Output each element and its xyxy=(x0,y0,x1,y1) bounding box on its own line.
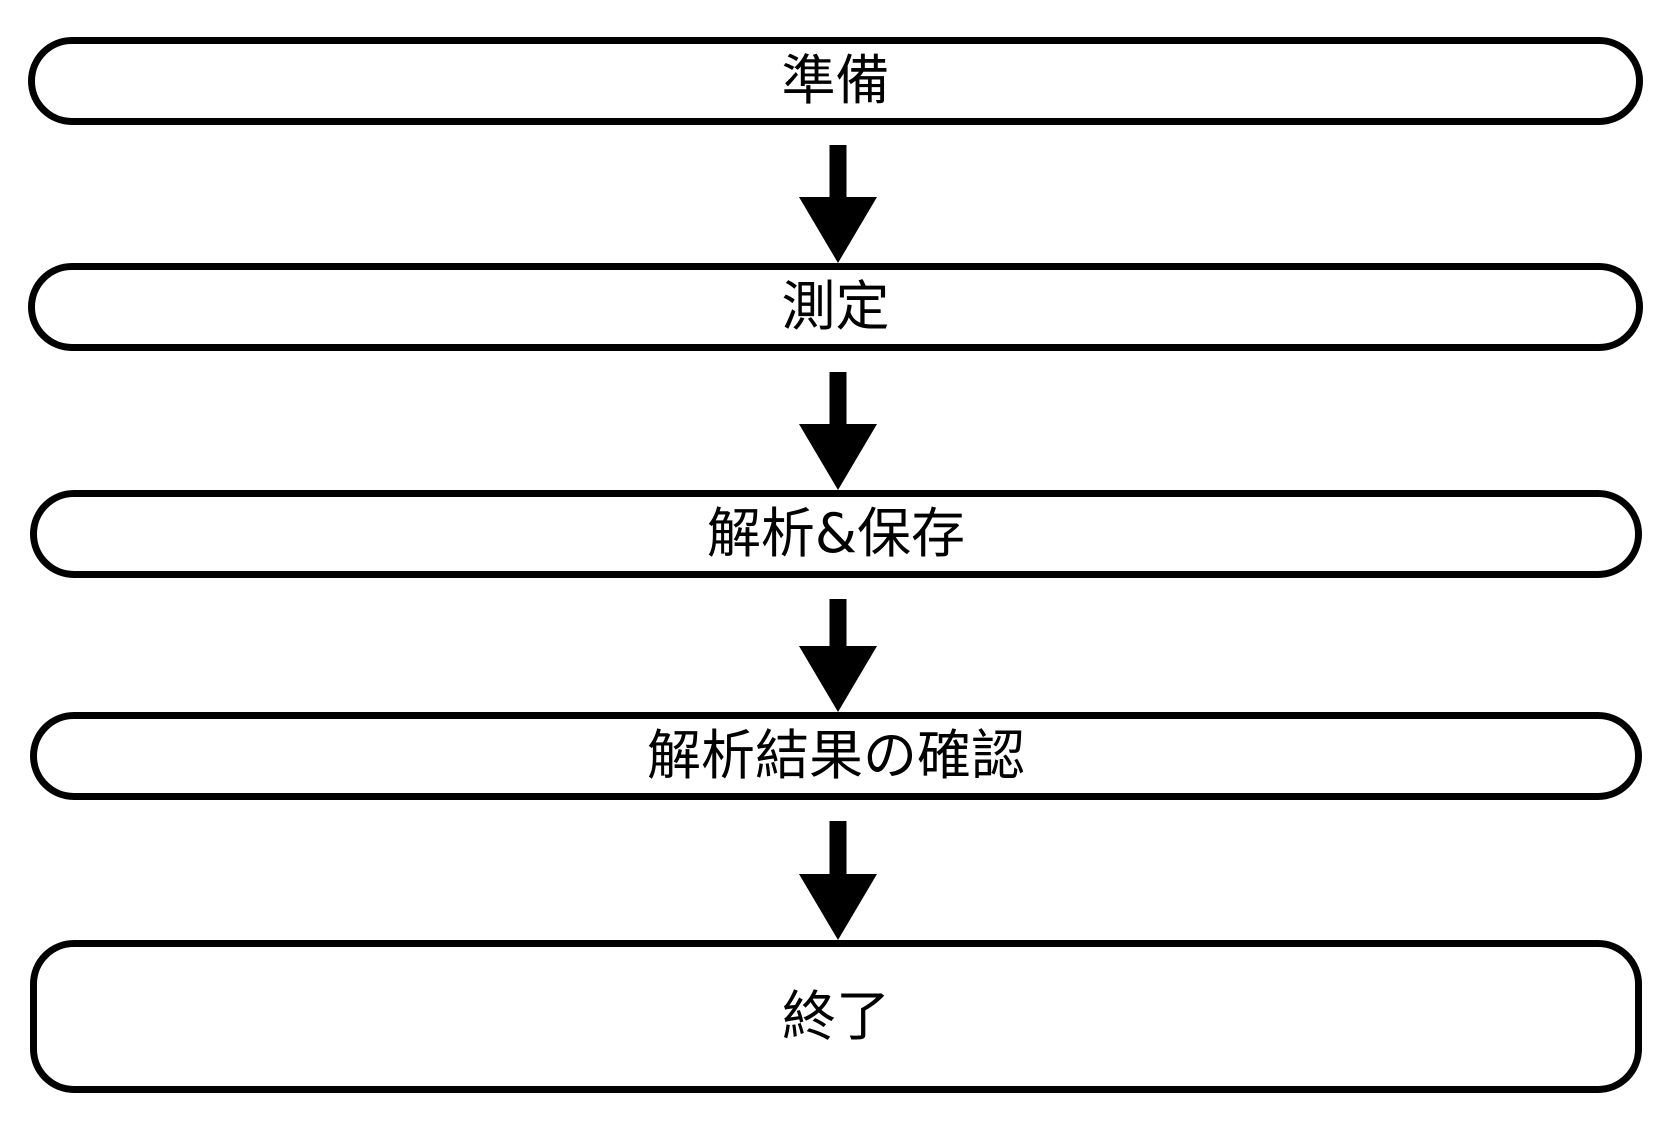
flow-node-5[interactable]: 終了 xyxy=(30,940,1642,1093)
arrow-down-icon xyxy=(799,145,877,263)
flow-node-1[interactable]: 準備 xyxy=(28,37,1643,125)
flow-node-2[interactable]: 測定 xyxy=(28,263,1643,351)
flow-node-label: 解析結果の確認 xyxy=(647,724,1025,787)
arrow-down-icon xyxy=(799,821,877,940)
flow-node-4[interactable]: 解析結果の確認 xyxy=(30,712,1642,800)
flow-node-3[interactable]: 解析&保存 xyxy=(30,490,1642,578)
flow-node-label: 解析&保存 xyxy=(706,502,966,565)
flow-node-label: 準備 xyxy=(781,49,890,112)
arrow-down-icon xyxy=(799,372,877,490)
flow-node-label: 測定 xyxy=(781,275,890,338)
flow-node-label: 終了 xyxy=(782,984,890,1048)
arrow-down-icon xyxy=(799,599,877,712)
